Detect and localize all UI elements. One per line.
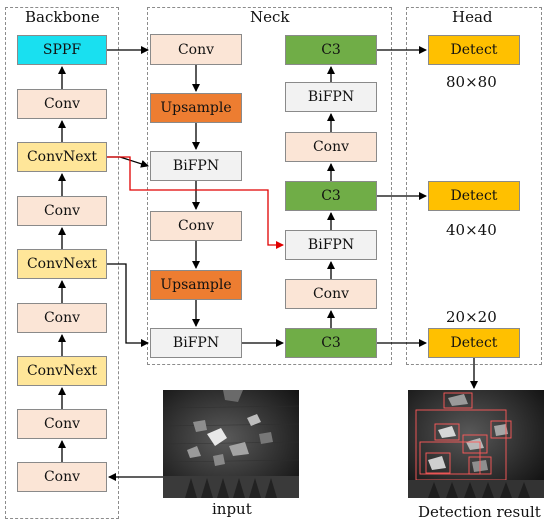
neck-upsample-2: Upsample — [150, 270, 242, 300]
neck-conv-mid: Conv — [150, 211, 242, 241]
neck-c3-bottom: C3 — [285, 328, 377, 358]
backbone-convnext-3: ConvNext — [17, 142, 107, 172]
neck-c3-mid: C3 — [285, 181, 377, 211]
arrow-skip-red — [107, 156, 284, 249]
sppf-block: SPPF — [17, 35, 107, 65]
head-scale-2: 40×40 — [446, 221, 497, 239]
input-image-graphic — [163, 390, 299, 498]
arrow-convnext3-bifpn1 — [107, 156, 149, 168]
neck-conv-right-up: Conv — [285, 132, 377, 162]
result-caption: Detection result — [418, 503, 541, 521]
neck-bifpn-2: BiFPN — [150, 328, 242, 358]
head-detect-1: Detect — [428, 35, 520, 65]
backbone-conv-2: Conv — [17, 409, 107, 439]
head-scale-3: 20×20 — [446, 308, 497, 326]
input-caption: input — [212, 500, 252, 518]
detection-result-graphic — [408, 390, 544, 498]
backbone-conv-1: Conv — [17, 462, 107, 492]
neck-conv-right-low: Conv — [285, 279, 377, 309]
backbone-panel — [5, 7, 119, 519]
detection-result-image — [408, 390, 544, 498]
neck-conv-top: Conv — [150, 34, 242, 65]
backbone-title: Backbone — [25, 8, 100, 26]
arrow-convnext2-bifpn2 — [107, 263, 149, 347]
head-detect-3: Detect — [428, 328, 520, 358]
neck-upsample-1: Upsample — [150, 93, 242, 123]
input-image — [163, 390, 299, 498]
backbone-conv-5: Conv — [17, 89, 107, 119]
neck-bifpn-3: BiFPN — [285, 230, 377, 260]
backbone-convnext-1: ConvNext — [17, 356, 107, 386]
neck-panel — [147, 7, 392, 365]
backbone-conv-3: Conv — [17, 303, 107, 333]
head-scale-1: 80×80 — [446, 73, 497, 91]
head-title: Head — [452, 8, 493, 26]
neck-c3-top: C3 — [285, 35, 377, 65]
head-detect-2: Detect — [428, 181, 520, 211]
neck-bifpn-4: BiFPN — [285, 82, 377, 112]
neck-title: Neck — [250, 8, 290, 26]
backbone-conv-4: Conv — [17, 196, 107, 226]
neck-bifpn-1: BiFPN — [150, 151, 242, 181]
backbone-convnext-2: ConvNext — [17, 249, 107, 279]
